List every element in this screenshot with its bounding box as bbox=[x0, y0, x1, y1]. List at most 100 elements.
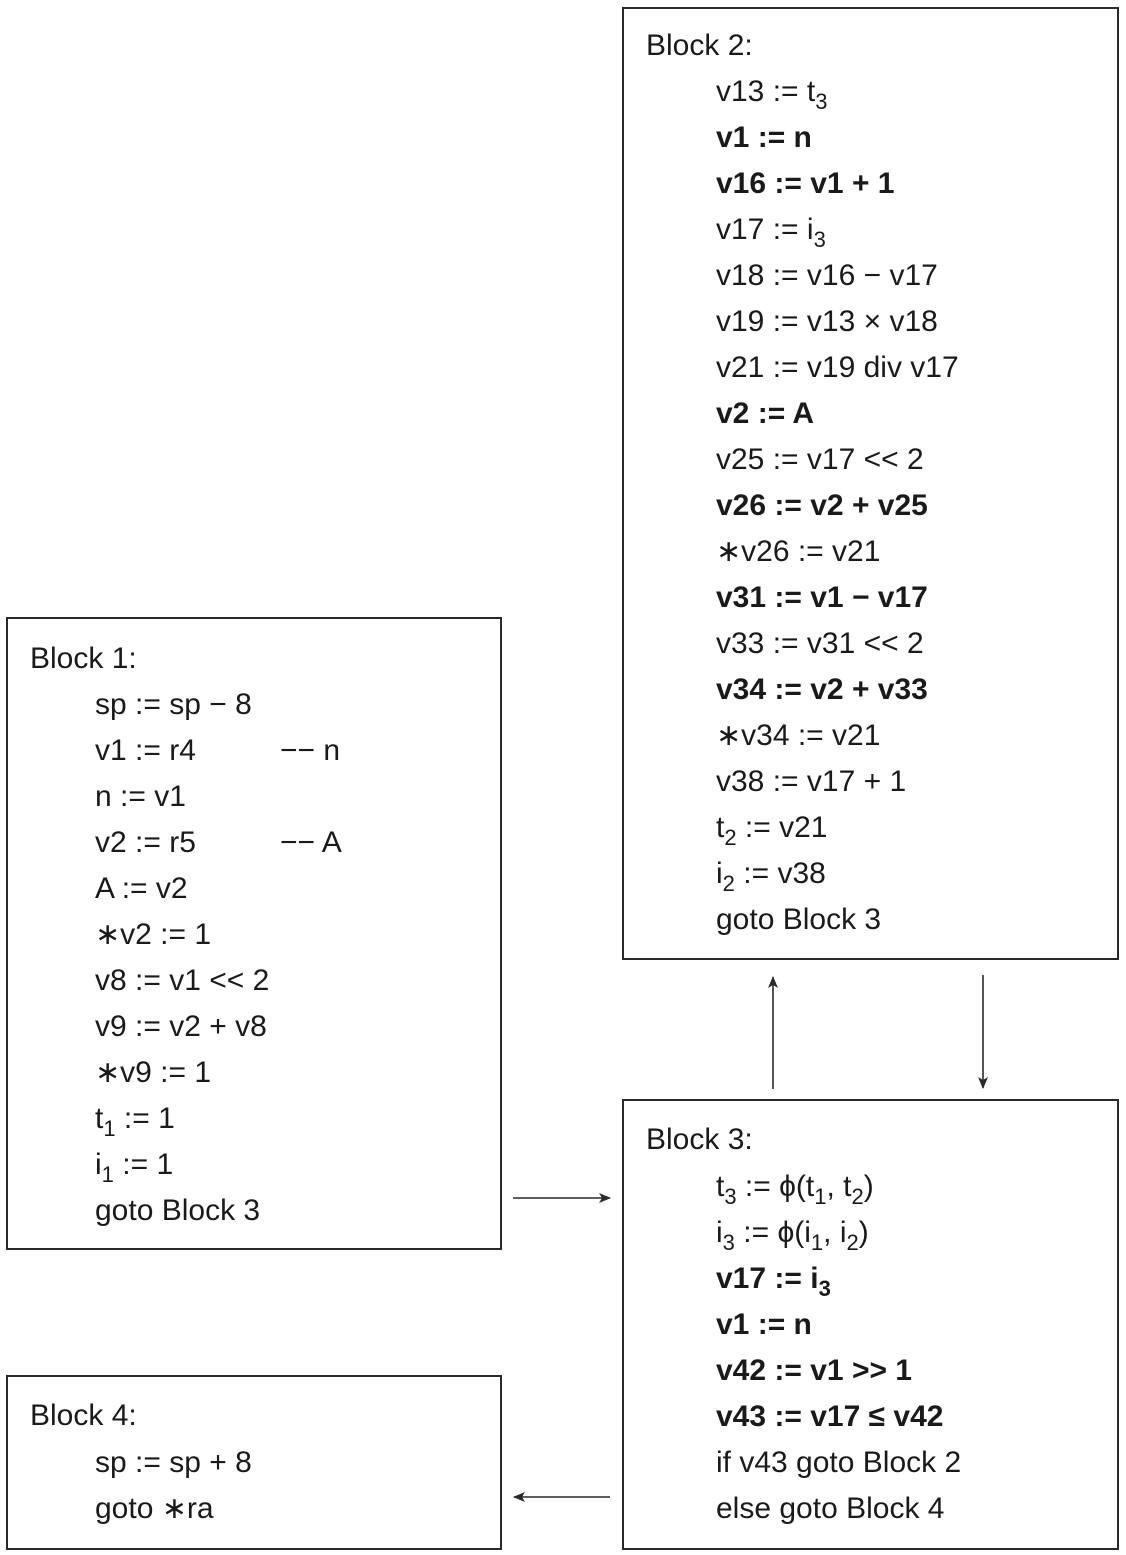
code-line: A := v2 bbox=[95, 866, 188, 912]
code-line: v43 := v17 ≤ v42 bbox=[716, 1394, 943, 1440]
code-comment: −− A bbox=[280, 826, 342, 859]
code-text: sp := sp − 8 bbox=[95, 688, 252, 721]
code-text: , i bbox=[823, 1216, 847, 1249]
code-line: i1 := 1 bbox=[95, 1142, 173, 1188]
code-text: v26 := v2 + v25 bbox=[716, 489, 928, 522]
code-line: goto Block 3 bbox=[95, 1188, 260, 1234]
code-text: if v43 goto Block 2 bbox=[716, 1446, 962, 1479]
code-text: v2 := A bbox=[716, 397, 815, 430]
code-text: sp := sp + 8 bbox=[95, 1446, 252, 1479]
code-line: v26 := v2 + v25 bbox=[716, 483, 928, 529]
block-4-box: Block 4: sp := sp + 8 goto ∗ra bbox=[6, 1375, 502, 1550]
subscript: 3 bbox=[818, 1276, 831, 1301]
code-line: ∗v2 := 1 bbox=[95, 912, 211, 958]
code-comment: −− n bbox=[280, 734, 341, 767]
block-1-title: Block 1: bbox=[30, 642, 137, 675]
code-line: ∗v26 := v21 bbox=[716, 529, 880, 575]
code-text: v34 := v2 + v33 bbox=[716, 673, 928, 706]
code-line: sp := sp − 8 bbox=[95, 682, 252, 728]
code-line: if v43 goto Block 2 bbox=[716, 1440, 961, 1486]
code-line: v38 := v17 + 1 bbox=[716, 759, 906, 805]
code-line: v13 := t3 bbox=[716, 69, 827, 115]
code-text: ) bbox=[858, 1216, 869, 1249]
code-text: t bbox=[716, 1170, 725, 1203]
code-text: ∗v9 := 1 bbox=[95, 1056, 212, 1089]
code-text: ∗v34 := v21 bbox=[716, 719, 881, 752]
code-line: v1 := n bbox=[716, 1302, 812, 1348]
code-text: goto Block 3 bbox=[95, 1194, 261, 1227]
code-text: v31 := v1 − v17 bbox=[716, 581, 928, 614]
code-text: v1 := n bbox=[716, 121, 812, 154]
code-text: v8 := v1 << 2 bbox=[95, 964, 270, 997]
subscript: 3 bbox=[815, 89, 828, 114]
code-text: := 1 bbox=[113, 1148, 174, 1181]
code-line: goto ∗ra bbox=[95, 1486, 214, 1532]
code-line: v17 := i3 bbox=[716, 207, 826, 253]
code-text: := ϕ(i bbox=[734, 1216, 811, 1249]
code-text: else goto Block 4 bbox=[716, 1492, 945, 1525]
block-3-title: Block 3: bbox=[646, 1123, 753, 1156]
block-3-box: Block 3: t3 := ϕ(t1, t2)i3 := ϕ(i1, i2)v… bbox=[622, 1099, 1119, 1550]
subscript: 3 bbox=[722, 1230, 735, 1255]
code-text: v17 := i bbox=[716, 213, 814, 246]
code-line: v9 := v2 + v8 bbox=[95, 1004, 267, 1050]
subscript: 1 bbox=[103, 1116, 116, 1141]
code-line: ∗v9 := 1 bbox=[95, 1050, 211, 1096]
code-line: v25 := v17 << 2 bbox=[716, 437, 924, 483]
block-1-box: Block 1: sp := sp − 8 v1 := r4 −− n n := v1… bbox=[6, 617, 502, 1250]
code-text: v1 := r4 bbox=[95, 734, 196, 767]
code-line: v16 := v1 + 1 bbox=[716, 161, 894, 207]
code-text: n := v1 bbox=[95, 780, 186, 813]
code-line: i2 := v38 bbox=[716, 851, 826, 897]
code-line: v42 := v1 >> 1 bbox=[716, 1348, 912, 1394]
subscript: 2 bbox=[851, 1184, 864, 1209]
code-line: ∗v34 := v21 bbox=[716, 713, 880, 759]
code-text: A := v2 bbox=[95, 872, 188, 905]
code-text: := ϕ(t bbox=[736, 1170, 815, 1203]
code-text: t bbox=[95, 1102, 104, 1135]
code-text: v33 := v31 << 2 bbox=[716, 627, 924, 660]
code-line: v33 := v31 << 2 bbox=[716, 621, 924, 667]
subscript: 3 bbox=[813, 227, 826, 252]
subscript: 1 bbox=[814, 1184, 827, 1209]
code-line: v19 := v13 × v18 bbox=[716, 299, 938, 345]
code-text: v38 := v17 + 1 bbox=[716, 765, 907, 798]
subscript: 2 bbox=[724, 825, 737, 850]
code-text: goto ∗ra bbox=[95, 1492, 214, 1525]
code-line: t1 := 1 bbox=[95, 1096, 175, 1142]
code-text: ∗v26 := v21 bbox=[716, 535, 881, 568]
code-text: v42 := v1 >> 1 bbox=[716, 1354, 912, 1387]
code-text: , t bbox=[826, 1170, 852, 1203]
code-text: v13 := t bbox=[716, 75, 816, 108]
code-line: n := v1 bbox=[95, 774, 186, 820]
subscript: 1 bbox=[810, 1230, 824, 1255]
code-text: i bbox=[716, 1216, 723, 1249]
code-line: sp := sp + 8 bbox=[95, 1440, 252, 1486]
code-text: v19 := v13 × v18 bbox=[716, 305, 938, 338]
code-text: := v38 bbox=[734, 857, 826, 890]
subscript: 1 bbox=[101, 1162, 114, 1187]
block-2-title: Block 2: bbox=[646, 29, 753, 62]
code-line: v17 := i3 bbox=[716, 1256, 831, 1302]
code-text: v9 := v2 + v8 bbox=[95, 1010, 267, 1043]
subscript: 2 bbox=[846, 1230, 859, 1255]
code-line: t3 := ϕ(t1, t2) bbox=[716, 1164, 874, 1210]
code-line: v21 := v19 div v17 bbox=[716, 345, 959, 391]
code-line: v1 := r4 bbox=[95, 728, 196, 774]
code-line: i3 := ϕ(i1, i2) bbox=[716, 1210, 869, 1256]
code-line: v2 := A bbox=[716, 391, 814, 437]
block-4-title: Block 4: bbox=[30, 1399, 137, 1432]
code-text: v17 := i bbox=[716, 1262, 819, 1295]
code-text: v16 := v1 + 1 bbox=[716, 167, 895, 200]
code-text: v2 := r5 bbox=[95, 826, 196, 859]
code-line: else goto Block 4 bbox=[716, 1486, 944, 1532]
code-line: v8 := v1 << 2 bbox=[95, 958, 269, 1004]
code-text: := v21 bbox=[736, 811, 828, 844]
code-text: i bbox=[95, 1148, 102, 1181]
code-line: t2 := v21 bbox=[716, 805, 828, 851]
code-text: v25 := v17 << 2 bbox=[716, 443, 924, 476]
code-text: v18 := v16 − v17 bbox=[716, 259, 938, 292]
code-line: v1 := n bbox=[716, 115, 812, 161]
